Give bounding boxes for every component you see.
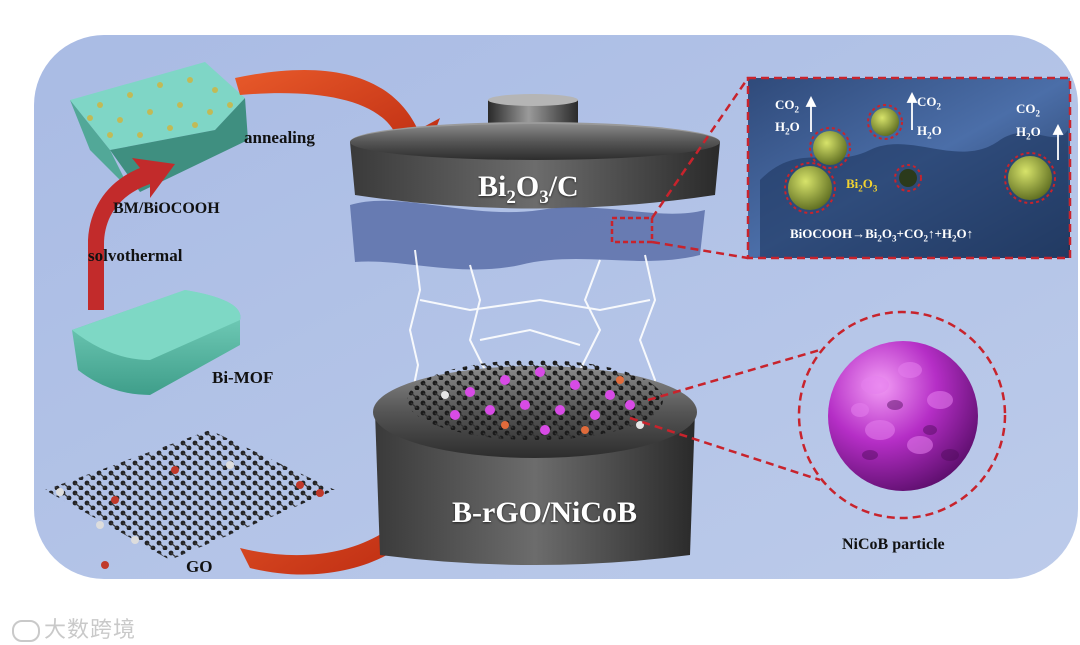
lightning <box>408 249 657 411</box>
bottom-plate-label: B-rGO/NiCoB <box>452 496 637 529</box>
solvothermal-label: solvothermal <box>88 246 183 265</box>
go-sheet <box>45 430 335 569</box>
connector-line <box>629 416 821 482</box>
go-label: GO <box>186 557 213 576</box>
co2-label: CO2 <box>1016 101 1040 119</box>
top-press-plate <box>350 94 720 209</box>
logo-icon <box>12 620 40 642</box>
watermark-logo: 大数跨境 <box>12 612 136 644</box>
h2o-label: H2O <box>775 119 800 137</box>
reaction-inset <box>746 76 1072 260</box>
h2o-label: H2O <box>917 123 942 141</box>
bi-mof-block <box>72 290 241 395</box>
co2-label: CO2 <box>775 97 799 115</box>
nicob-particle-label: NiCoB particle <box>842 536 945 553</box>
top-plate-label: Bi2O3/C <box>478 170 579 208</box>
gas-up-arrows <box>805 91 1064 160</box>
annealing-label: annealing <box>244 128 315 147</box>
connector-line <box>650 77 750 219</box>
co2-label: CO2 <box>917 94 941 112</box>
nicob-callout-circle <box>797 310 1007 520</box>
nicob-network <box>407 360 663 440</box>
solvothermal-arrow <box>88 158 175 310</box>
nicob-sphere <box>828 341 978 491</box>
bi2o3-inset-label: Bi2O3 <box>846 176 878 194</box>
film-highlight-box <box>610 216 654 244</box>
bi-mof-label: Bi-MOF <box>212 368 274 387</box>
h2o-label: H2O <box>1016 124 1041 142</box>
connector-line <box>651 240 749 260</box>
connector-line <box>647 348 821 402</box>
reaction-equation: BiOCOOH→Bi2O3+CO2↑+H2O↑ <box>790 226 974 244</box>
bm-biocooh-label: BM/BiOCOOH <box>113 200 220 217</box>
